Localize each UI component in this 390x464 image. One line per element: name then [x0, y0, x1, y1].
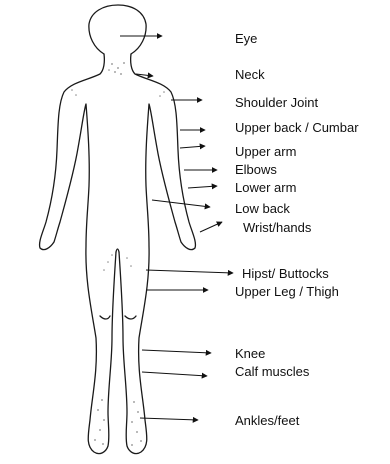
label-upper-arm: Upper arm — [235, 144, 296, 159]
label-low-back: Low back — [235, 201, 290, 216]
pain-speckles — [71, 62, 165, 446]
label-neck: Neck — [235, 67, 265, 82]
upper-arm-arrow — [180, 146, 205, 148]
ankles-arrow — [140, 418, 198, 420]
right-body-outline — [119, 54, 195, 454]
label-hips-buttocks: Hipst/ Buttocks — [242, 266, 329, 281]
crotch-outline — [116, 249, 119, 252]
left-body-outline — [40, 54, 116, 454]
head-outline — [89, 5, 146, 54]
lower-arm-arrow — [188, 186, 217, 188]
label-eye: Eye — [235, 31, 257, 46]
knee-arrow — [142, 350, 211, 353]
label-ankles-feet: Ankles/feet — [235, 413, 299, 428]
wrist-arrow — [200, 222, 222, 232]
label-shoulder-joint: Shoulder Joint — [235, 95, 318, 110]
hips-arrow — [146, 270, 233, 273]
label-lower-arm: Lower arm — [235, 180, 296, 195]
label-wrist-hands: Wrist/hands — [243, 220, 311, 235]
label-upper-back: Upper back / Cumbar — [235, 120, 359, 135]
low-back-arrow — [152, 200, 210, 207]
label-elbows: Elbows — [235, 162, 277, 177]
calf-arrow — [142, 372, 207, 376]
label-calf-muscles: Calf muscles — [235, 364, 309, 379]
label-knee: Knee — [235, 346, 265, 361]
label-upper-leg: Upper Leg / Thigh — [235, 284, 339, 299]
